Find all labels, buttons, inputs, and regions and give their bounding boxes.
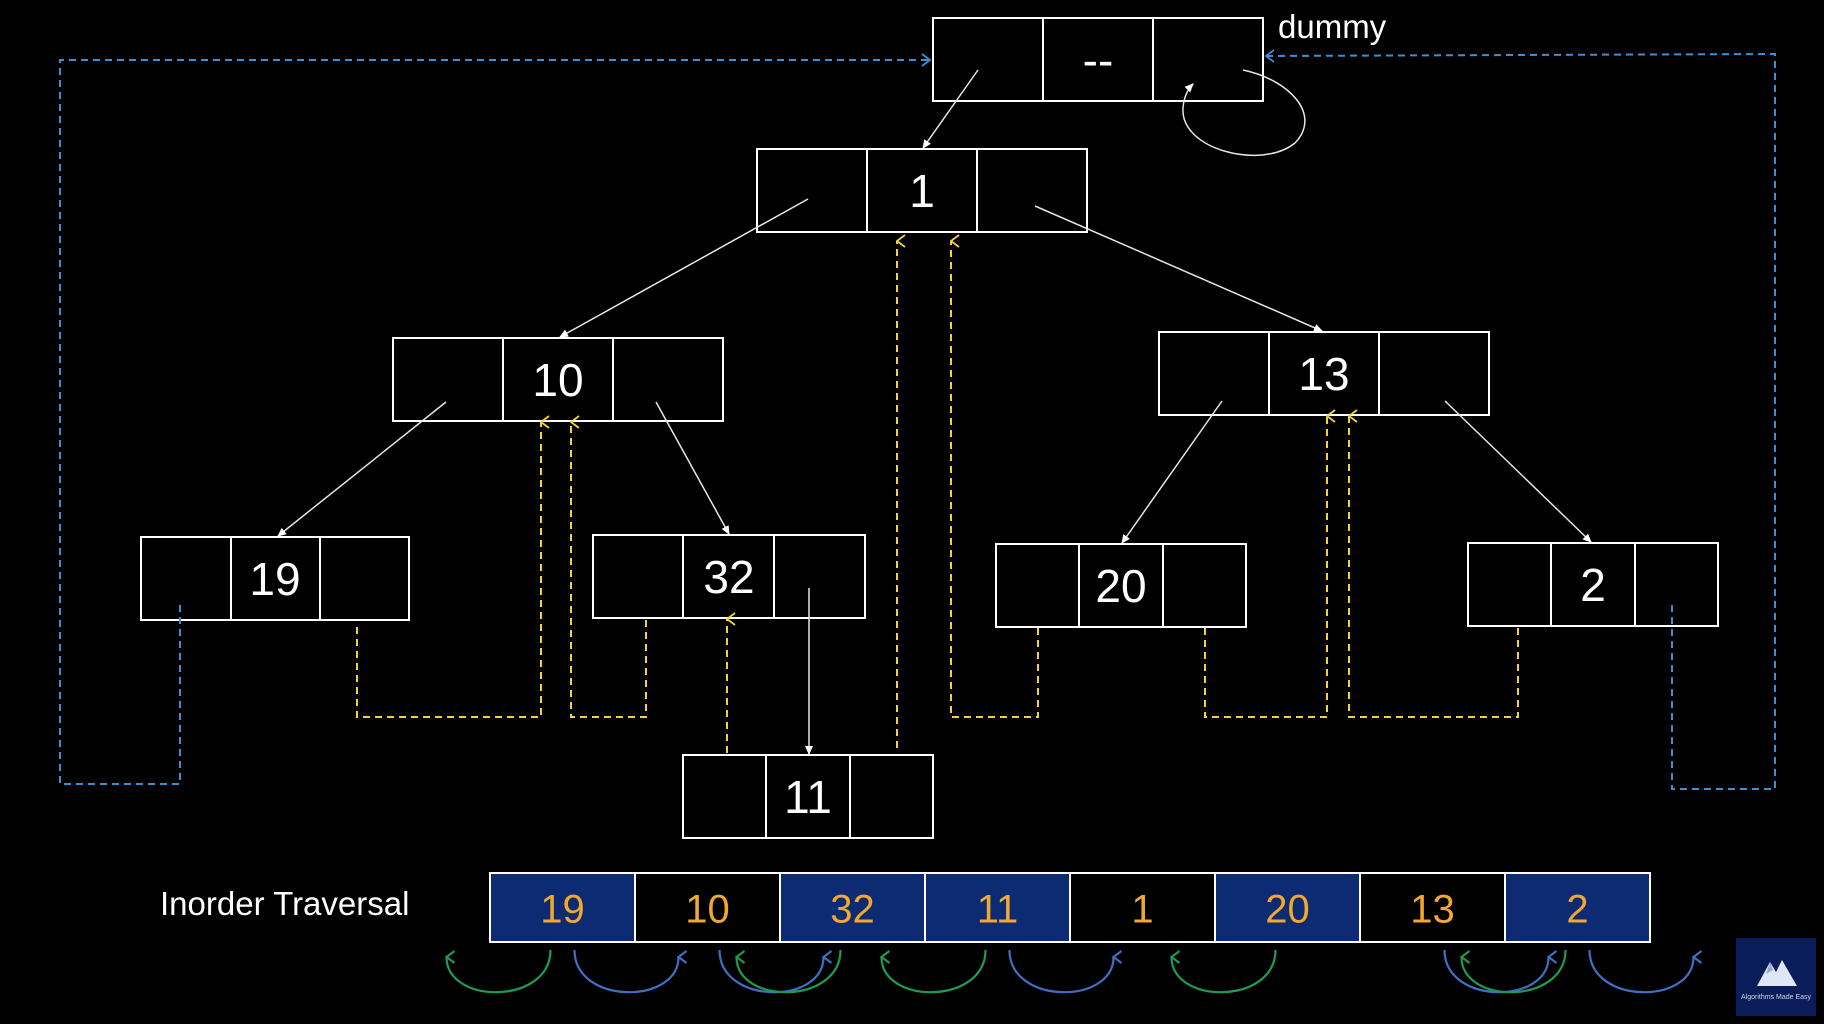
traversal-cell: 2 (1504, 872, 1651, 943)
arc-green (1169, 949, 1277, 994)
node-value: 2 (1580, 559, 1606, 611)
arc-blue (573, 949, 688, 994)
dummy-value: -- (1083, 34, 1114, 86)
mountain-logo-icon (1757, 960, 1797, 986)
dummy-label: dummy (1278, 8, 1387, 45)
arc-blue (1588, 949, 1703, 994)
thread-links (356, 241, 1519, 753)
arc-blue (1443, 949, 1558, 994)
thread-32-to-10 (570, 422, 647, 718)
brand-logo: Algorithms Made Easy (1736, 938, 1816, 1016)
arc-green (879, 949, 987, 994)
node-value: 20 (1095, 560, 1146, 612)
tree-node-32: 32 (592, 534, 866, 619)
tree-node-11: 11 (682, 754, 934, 839)
dummy-threads (59, 49, 1776, 790)
traversal-value: 11 (977, 888, 1019, 932)
thread-19-to-10 (356, 422, 541, 718)
node-value: 11 (784, 771, 832, 823)
link-10-to-32 (655, 401, 730, 535)
tree-node-1: 1 (756, 148, 1088, 233)
node-value: 19 (249, 553, 300, 605)
arc-green (444, 949, 552, 994)
traversal-cell: 20 (1214, 872, 1361, 943)
arc-green (734, 949, 842, 994)
traversal-cell: 1 (1069, 872, 1216, 943)
traversal-value: 10 (685, 888, 730, 932)
traversal-value: 19 (540, 888, 585, 932)
traversal-cell: 10 (634, 872, 781, 943)
node-value: 1 (909, 165, 935, 217)
logo-text: Algorithms Made Easy (1741, 994, 1812, 1001)
dummy-node: -- (932, 17, 1264, 102)
traversal-value: 2 (1566, 888, 1588, 932)
node-value: 32 (703, 551, 754, 603)
link-13-to-2 (1444, 400, 1592, 543)
link-1-to-13 (1034, 205, 1323, 332)
child-links (277, 69, 1592, 755)
traversal-cell: 11 (924, 872, 1071, 943)
tree-node-20: 20 (995, 543, 1247, 628)
thread-19-to-dummy (59, 53, 932, 785)
arc-green (1459, 949, 1567, 994)
link-1-to-10 (559, 198, 809, 338)
node-value: 13 (1298, 348, 1349, 400)
traversal-value: 20 (1265, 888, 1310, 932)
dummy-self-loop (1182, 69, 1306, 156)
link-10-to-19 (277, 401, 447, 537)
traversal-cell: 13 (1359, 872, 1506, 943)
tree-node-19: 19 (140, 536, 410, 621)
node-value: 10 (532, 354, 583, 406)
tree-node-2: 2 (1467, 542, 1719, 627)
traversal-label: Inorder Traversal (160, 885, 409, 922)
thread-20-to-1 (950, 241, 1039, 718)
traversal-value: 32 (830, 888, 875, 932)
traversal-cell: 19 (489, 872, 636, 943)
traversal-value: 13 (1410, 888, 1455, 932)
link-dummy-to-1 (922, 69, 979, 149)
thread-2-to-13 (1348, 416, 1519, 718)
traversal-value: 1 (1131, 888, 1153, 932)
tree-node-13: 13 (1158, 331, 1490, 416)
thread-20-to-13 (1204, 416, 1327, 718)
arc-blue (1008, 949, 1123, 994)
arc-blue (718, 949, 833, 994)
link-13-to-20 (1121, 400, 1223, 544)
thread-2-to-dummy (1264, 49, 1776, 790)
traversal-arcs (444, 949, 1703, 994)
traversal-cell: 32 (779, 872, 926, 943)
tree-node-10: 10 (392, 337, 724, 422)
